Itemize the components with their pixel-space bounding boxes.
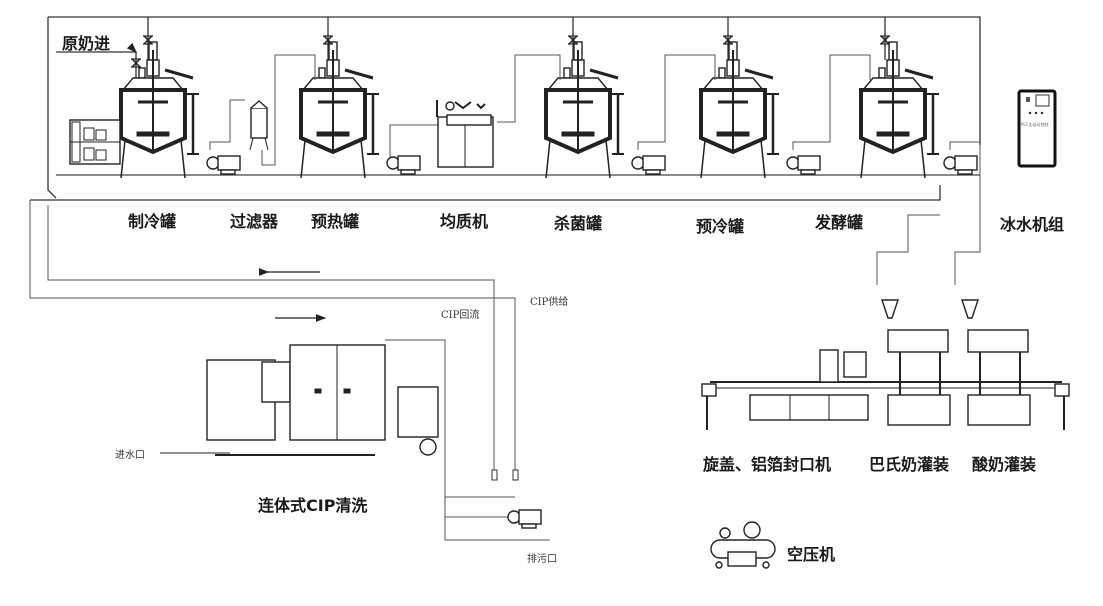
pipe-sterilizer-precooler (637, 54, 716, 150)
preheat-tank-drawing (299, 40, 381, 180)
cip-return-label: CIP回流 (441, 310, 480, 321)
pipe-filter-preheat (261, 54, 316, 166)
yogurt-filling-label: 酸奶灌装 (972, 455, 1037, 474)
chiller-pipe-a (954, 145, 981, 285)
pipe-fermenter-out (949, 141, 980, 150)
plc-control-cabinet (1017, 89, 1057, 168)
cip-top-pipe (48, 16, 981, 145)
plc-cabinet-text: PLC全自动控制 (1021, 122, 1049, 127)
fermentation-tank-label: 发酵罐 (815, 213, 864, 232)
pump-2 (386, 155, 421, 175)
air-compressor-label: 空压机 (787, 545, 836, 564)
refrigeration-unit-drawing (69, 119, 121, 165)
precooling-tank-label: 预冷罐 (696, 217, 745, 236)
collector-pipe (30, 185, 941, 201)
chiller-pipe-b (876, 214, 940, 285)
cip-system-label: 连体式CIP清洗 (258, 496, 368, 515)
pump-5 (943, 155, 978, 175)
water-inlet-label: 进水口 (115, 450, 145, 461)
packaging-line-drawing (701, 299, 1070, 430)
pipe-preheat-homogenizer (389, 124, 440, 160)
preheat-tank-label: 预热罐 (311, 212, 360, 231)
drain-outlet-label: 排污口 (527, 554, 557, 565)
precooling-tank-drawing (699, 40, 781, 180)
raw-milk-in-label: 原奶进 (62, 34, 111, 53)
sterilization-tank-label: 杀菌罐 (554, 214, 603, 233)
chiller-unit-label: 冰水机组 (1000, 215, 1065, 234)
pipe-precooler-fermenter (792, 54, 871, 150)
filter-drawing (249, 100, 269, 151)
raw-milk-inlet-pipe (56, 42, 137, 80)
homogenizer-label: 均质机 (440, 212, 489, 231)
cooling-tank-label: 制冷罐 (128, 212, 177, 231)
cip-supply-pipe (29, 200, 516, 470)
capping-sealer-label: 旋盖、铝箔封口机 (703, 455, 832, 474)
pump-1 (206, 155, 241, 175)
pasteurized-filling-label: 巴氏奶灌装 (869, 455, 950, 474)
cip-supply-label: CIP供给 (530, 297, 569, 308)
pump-4 (786, 155, 821, 175)
cooling-tank-drawing (119, 40, 201, 180)
sterilization-tank-drawing (544, 40, 626, 180)
pump-3 (631, 155, 666, 175)
tank-top-valves (130, 17, 891, 68)
cip-return-pipe (47, 205, 495, 470)
filter-label: 过滤器 (230, 212, 279, 231)
cip-left-pipe (47, 17, 57, 199)
air-compressor-drawing (710, 521, 776, 569)
cip-unit-drawing (160, 314, 550, 541)
pipe-cooling-filter (209, 99, 245, 150)
fermentation-tank-drawing (859, 40, 941, 180)
pipe-homogenizer-sterilizer (497, 54, 561, 123)
homogenizer-drawing (436, 100, 494, 168)
